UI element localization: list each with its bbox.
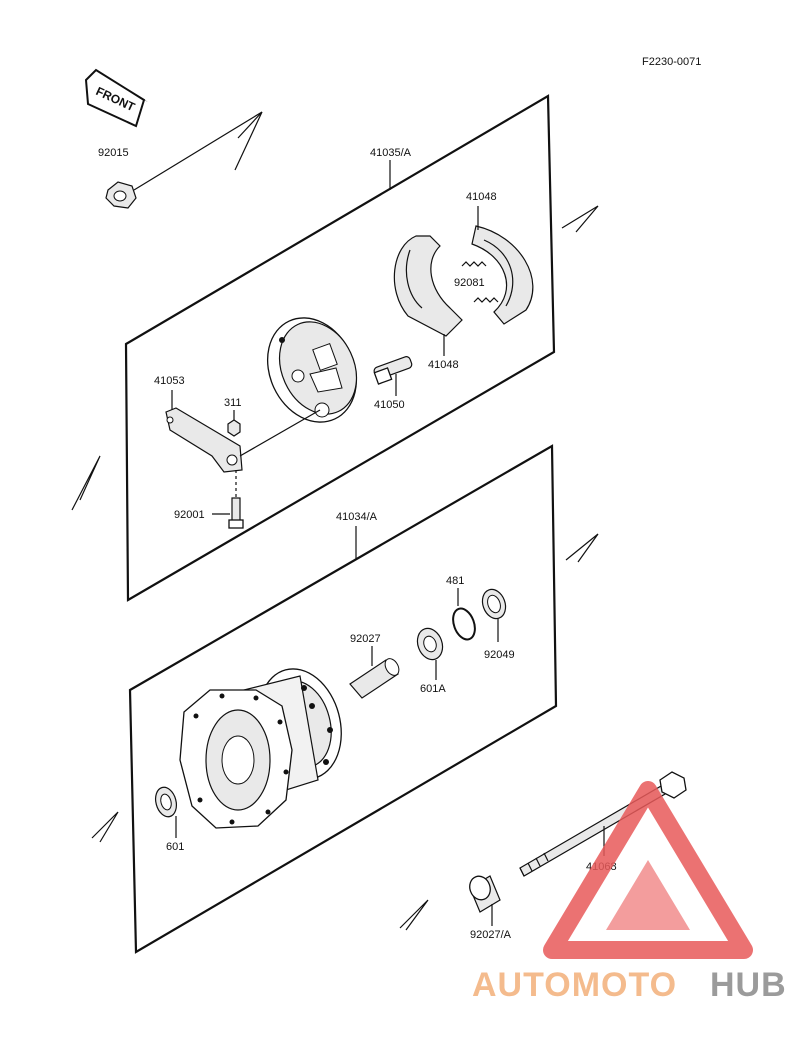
nut-311	[227, 410, 241, 437]
callout-41048-top: 41048	[466, 191, 497, 203]
callout-92027a: 92027/A	[470, 929, 512, 941]
spring-92081	[461, 261, 499, 303]
collar-92027a	[469, 875, 501, 926]
figure-code: F2230-0071	[642, 56, 701, 68]
watermark-text-part1: AUTOMOTO	[472, 966, 677, 1004]
front-arrow-icon: FRONT	[84, 68, 148, 128]
callout-311: 311	[224, 397, 242, 409]
circlip-481	[452, 588, 476, 641]
callout-92027: 92027	[350, 633, 381, 645]
callout-41034a: 41034/A	[336, 511, 378, 523]
callout-481: 481	[446, 575, 464, 587]
callout-92049: 92049	[484, 649, 515, 661]
callout-41053: 41053	[154, 375, 185, 387]
callout-92081: 92081	[454, 277, 485, 289]
nut-92015	[105, 111, 263, 209]
brake-shoe-right	[471, 225, 534, 325]
brake-lever-41053	[165, 407, 321, 473]
wheel-hub	[179, 668, 342, 829]
collar-92027	[349, 646, 400, 699]
watermark-logo: AUTOMOTO HUB	[472, 781, 787, 1004]
callout-41035a: 41035/A	[370, 147, 412, 159]
bearing-601a	[416, 627, 444, 680]
brake-cam-41050	[373, 356, 413, 396]
callout-92001: 92001	[174, 509, 205, 521]
callout-92015: 92015	[98, 147, 129, 159]
oil-seal-92049	[481, 588, 507, 642]
bolt-92001	[212, 470, 244, 529]
brake-shoe-left	[393, 235, 463, 337]
break-marks	[71, 111, 599, 931]
bearing-601	[154, 786, 178, 838]
callout-601: 601	[166, 841, 184, 853]
callout-41050: 41050	[374, 399, 405, 411]
hub-group-frame	[128, 444, 558, 954]
callout-601a: 601A	[420, 683, 446, 695]
brake-panel-group-frame	[124, 94, 556, 602]
brake-panel	[266, 317, 358, 423]
callout-41048-bottom: 41048	[428, 359, 459, 371]
watermark-text-part2: HUB	[710, 966, 787, 1004]
